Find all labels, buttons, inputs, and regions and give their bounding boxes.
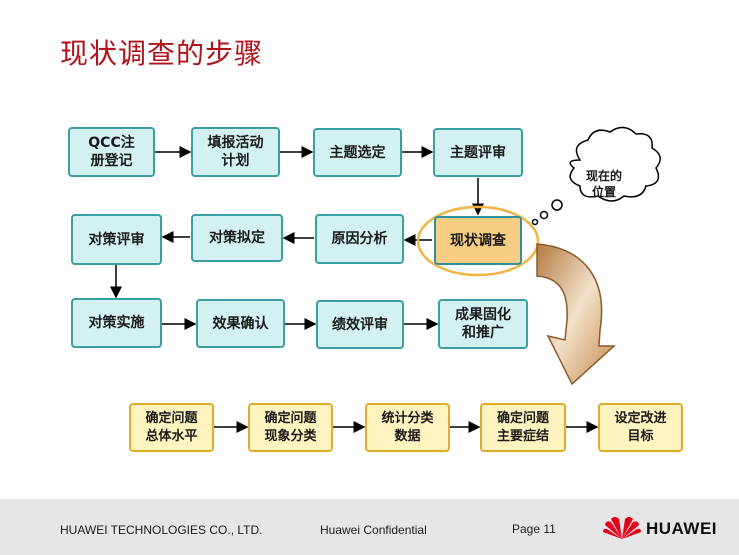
step-fill-activity-plan[interactable]: 填报活动 计划 — [191, 127, 280, 177]
detail-step-overall-level[interactable]: 确定问题 总体水平 — [129, 403, 214, 452]
thought-cloud-icon — [531, 126, 661, 226]
huawei-logo-icon — [603, 517, 641, 539]
step-consolidate-promote[interactable]: 成果固化 和推广 — [438, 299, 528, 349]
current-position-ring — [416, 205, 540, 277]
step-topic-select[interactable]: 主题选定 — [313, 128, 402, 177]
step-countermeasure-plan[interactable]: 对策拟定 — [191, 214, 283, 262]
page-title: 现状调查的步骤 — [60, 37, 264, 70]
step-effect-confirm[interactable]: 效果确认 — [196, 299, 285, 348]
step-countermeasure-review[interactable]: 对策评审 — [71, 214, 162, 265]
footer-page-number: Page 11 — [512, 522, 556, 536]
footer-confidential: Huawei Confidential — [320, 523, 427, 537]
footer-company: HUAWEI TECHNOLOGIES CO., LTD. — [60, 523, 263, 537]
step-countermeasure-implement[interactable]: 对策实施 — [71, 298, 162, 348]
step-topic-review[interactable]: 主题评审 — [433, 128, 523, 177]
detail-step-phenomenon-classify[interactable]: 确定问题 现象分类 — [248, 403, 333, 452]
huawei-logo-text: HUAWEI — [646, 519, 717, 538]
detail-step-statistics[interactable]: 统计分类 数据 — [365, 403, 450, 452]
callout-current-position: 现在的 位置 — [585, 169, 622, 199]
step-performance-review[interactable]: 绩效评审 — [316, 300, 404, 349]
big-curved-arrow-icon — [536, 243, 616, 386]
step-status-survey[interactable]: 现状调查 — [434, 216, 522, 265]
detail-step-main-cause[interactable]: 确定问题 主要症结 — [480, 403, 566, 452]
step-qcc-register[interactable]: QCC注 册登记 — [68, 127, 155, 177]
detail-step-set-target[interactable]: 设定改进 目标 — [598, 403, 683, 452]
step-cause-analysis[interactable]: 原因分析 — [315, 214, 404, 264]
